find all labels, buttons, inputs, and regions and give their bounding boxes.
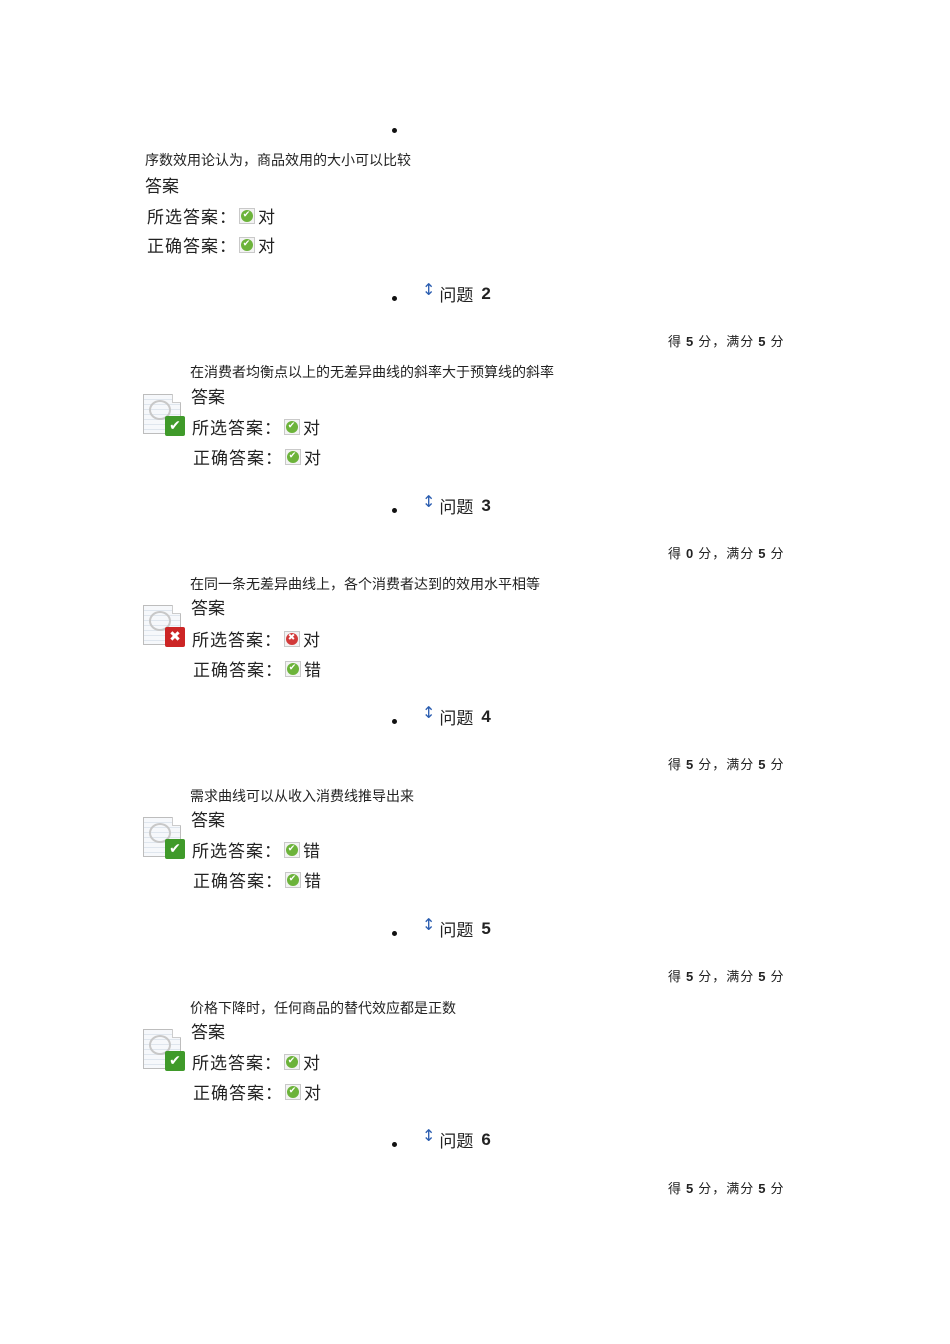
question-text: 价格下降时，任何商品的替代效应都是正数 (190, 1001, 456, 1017)
bullet (392, 128, 397, 133)
correct-answer-row: 正确答案： ✔ 错 (193, 656, 322, 681)
bullet (392, 296, 397, 301)
reorder-arrow-icon[interactable]: ↕ (422, 703, 436, 722)
selected-answer-label: 所选答案： (192, 1054, 282, 1074)
selected-answer-row: 所选答案： ✔ 错 (192, 837, 321, 862)
correct-answer-value: 错 (304, 661, 322, 681)
question-number: 2 (481, 283, 491, 303)
selected-answer-label: 所选答案： (192, 842, 282, 862)
score-value: 0 (686, 546, 695, 561)
correct-result-icon: ✔ (143, 394, 185, 436)
question-label: 问题 (439, 286, 474, 306)
question-label: 问题 (439, 1132, 474, 1152)
incorrect-result-icon: ✖ (143, 605, 185, 647)
question-label: 问题 (439, 498, 474, 518)
selected-answer-row: 所选答案： ✔ 对 (192, 1049, 321, 1074)
correct-answer-value: 错 (304, 872, 322, 892)
question-label: 问题 (439, 709, 474, 729)
reorder-arrow-icon[interactable]: ↕ (422, 1126, 436, 1145)
selected-answer-value: 对 (303, 631, 321, 651)
selected-answer-value: 对 (303, 419, 321, 439)
question-number: 3 (481, 495, 491, 515)
question-text: 在同一条无差异曲线上，各个消费者达到的效用水平相等 (190, 577, 540, 593)
correct-check-icon: ✔ (239, 236, 255, 253)
question-text: 需求曲线可以从收入消费线推导出来 (190, 789, 414, 805)
correct-result-icon: ✔ (143, 817, 185, 859)
correct-answer-value: 对 (258, 237, 276, 257)
selected-answer-row: 所选答案： ✔ 对 (147, 203, 276, 228)
correct-result-icon: ✔ (143, 1029, 185, 1071)
question-header: ↕ 问题 3 (422, 492, 491, 518)
question-header: ↕ 问题 5 (422, 915, 491, 941)
selected-answer-value: 错 (303, 842, 321, 862)
bullet (392, 508, 397, 513)
answer-heading: 答案 (191, 388, 225, 408)
incorrect-x-icon: ✖ (284, 630, 300, 647)
reorder-arrow-icon[interactable]: ↕ (422, 915, 436, 934)
question-number: 4 (481, 706, 491, 726)
bullet (392, 719, 397, 724)
question-header: ↕ 问题 2 (422, 280, 491, 306)
selected-answer-row: 所选答案： ✔ 对 (192, 414, 321, 439)
question-label: 问题 (439, 921, 474, 941)
bullet (392, 931, 397, 936)
correct-answer-label: 正确答案： (193, 449, 283, 469)
score-max: 5 (758, 1181, 767, 1196)
correct-check-icon: ✔ (284, 841, 300, 858)
correct-check-icon: ✔ (285, 448, 301, 465)
bullet (392, 1142, 397, 1147)
answer-heading: 答案 (191, 811, 225, 831)
answer-heading: 答案 (145, 177, 179, 197)
score-value: 5 (686, 757, 695, 772)
correct-check-icon: ✔ (285, 871, 301, 888)
correct-check-icon: ✔ (284, 418, 300, 435)
correct-answer-label: 正确答案： (193, 661, 283, 681)
correct-answer-label: 正确答案： (193, 1084, 283, 1104)
question-number: 6 (481, 1129, 491, 1149)
selected-answer-value: 对 (303, 1054, 321, 1074)
correct-answer-row: 正确答案： ✔ 对 (147, 232, 276, 257)
selected-answer-value: 对 (258, 208, 276, 228)
question-header: ↕ 问题 4 (422, 703, 491, 729)
answer-heading: 答案 (191, 1023, 225, 1043)
score-max: 5 (758, 757, 767, 772)
correct-answer-row: 正确答案： ✔ 错 (193, 867, 322, 892)
reorder-arrow-icon[interactable]: ↕ (422, 280, 436, 299)
correct-answer-value: 对 (304, 1084, 322, 1104)
correct-answer-row: 正确答案： ✔ 对 (193, 1079, 322, 1104)
selected-answer-row: 所选答案： ✖ 对 (192, 626, 321, 651)
reorder-arrow-icon[interactable]: ↕ (422, 492, 436, 511)
correct-answer-label: 正确答案： (147, 237, 237, 257)
answer-heading: 答案 (191, 599, 225, 619)
selected-answer-label: 所选答案： (192, 419, 282, 439)
correct-answer-label: 正确答案： (193, 872, 283, 892)
question-header: ↕ 问题 6 (422, 1126, 491, 1152)
score-max: 5 (758, 334, 767, 349)
question-text: 在消费者均衡点以上的无差异曲线的斜率大于预算线的斜率 (190, 365, 554, 381)
question-text: 序数效用论认为，商品效用的大小可以比较 (145, 153, 411, 169)
score-max: 5 (758, 546, 767, 561)
selected-answer-label: 所选答案： (192, 631, 282, 651)
correct-check-icon: ✔ (239, 207, 255, 224)
correct-answer-value: 对 (304, 449, 322, 469)
selected-answer-label: 所选答案： (147, 208, 237, 228)
score-max: 5 (758, 969, 767, 984)
correct-answer-row: 正确答案： ✔ 对 (193, 444, 322, 469)
score-value: 5 (686, 334, 695, 349)
correct-check-icon: ✔ (285, 660, 301, 677)
correct-check-icon: ✔ (285, 1083, 301, 1100)
score-value: 5 (686, 969, 695, 984)
correct-check-icon: ✔ (284, 1053, 300, 1070)
score-value: 5 (686, 1181, 695, 1196)
question-number: 5 (481, 918, 491, 938)
